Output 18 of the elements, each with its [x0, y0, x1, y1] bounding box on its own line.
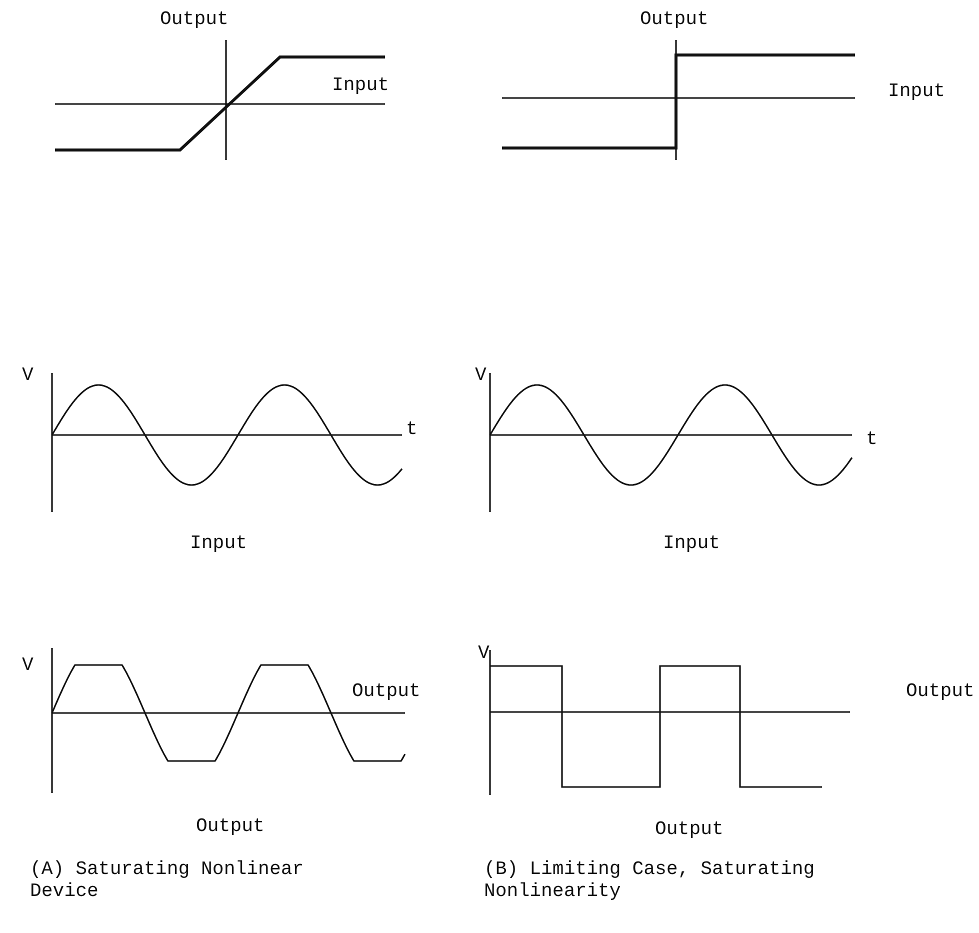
plot-label: Input [332, 74, 390, 96]
plot-label: Output [655, 818, 724, 840]
axis-label: V [22, 654, 34, 676]
plot-label: Output [196, 815, 264, 837]
figure-caption: (B) Limiting Case, Saturating Nonlinearity [484, 858, 816, 902]
plot-label: Input [190, 532, 248, 554]
axis-label: t [866, 428, 878, 450]
axis-label: V [22, 364, 34, 386]
axis-label: V [475, 364, 486, 386]
plot-label: Output [640, 8, 708, 30]
plot-label: Input [888, 80, 946, 102]
axis-label: t [406, 418, 418, 440]
plot-label: Output [352, 680, 420, 702]
plot-label: Output [160, 8, 228, 30]
figure-caption: (A) Saturating Nonlinear Device [30, 858, 305, 902]
plot-label: Input [663, 532, 720, 554]
axis-label: V [478, 642, 490, 664]
plot-label: Output [906, 680, 974, 702]
